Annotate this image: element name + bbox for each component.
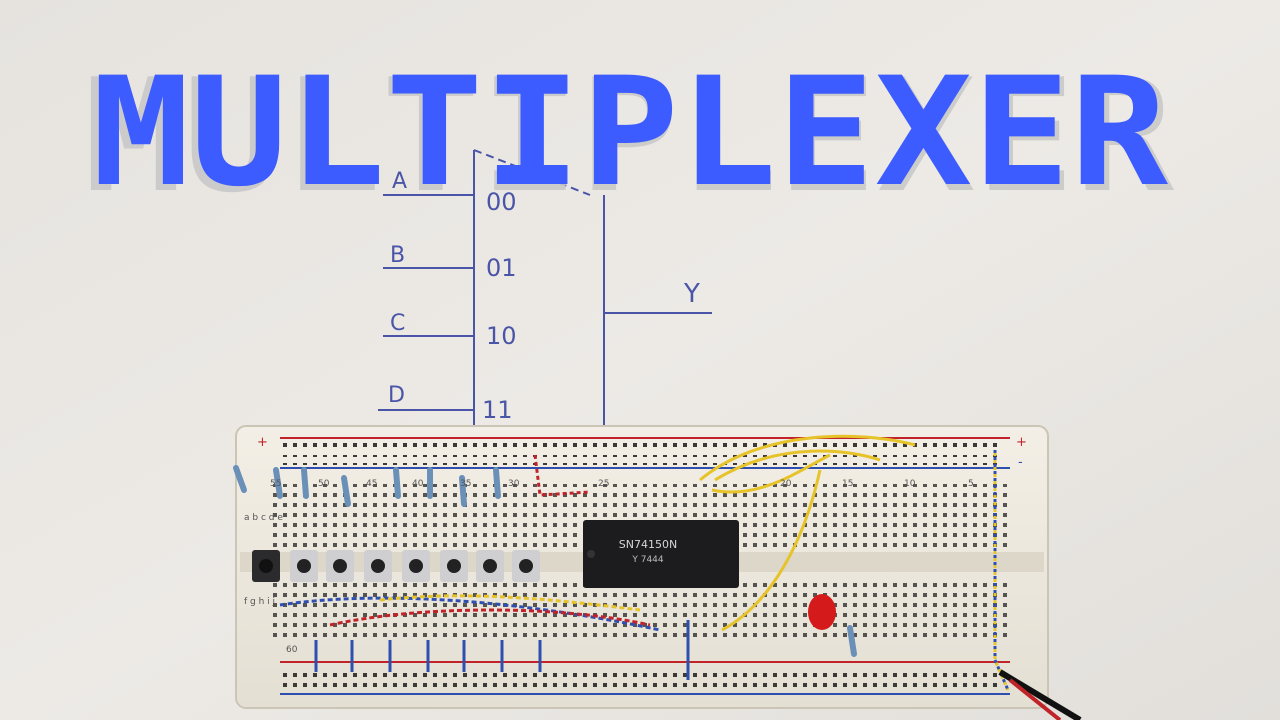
wire-red-top — [533, 454, 591, 497]
mux-top-edge — [473, 149, 591, 196]
svg-text:25: 25 — [598, 479, 609, 489]
svg-text:60: 60 — [286, 645, 298, 655]
chip-body — [583, 520, 739, 588]
wire-bundle-yellow — [379, 594, 641, 612]
resistor-3 — [301, 467, 309, 499]
plus-top-left: + — [257, 435, 268, 450]
select-label-10: 10 — [486, 322, 517, 350]
row-letters-top: a b c d e — [244, 513, 283, 523]
wire-yellow-2 — [714, 449, 881, 482]
wire-yellow-3 — [721, 469, 822, 632]
svg-text:20: 20 — [780, 479, 792, 489]
resistor-8 — [493, 467, 501, 499]
wire-bundle-blue — [279, 596, 661, 632]
wire-blue-yellow-right — [993, 450, 1010, 691]
svg-text:5: 5 — [968, 479, 974, 489]
svg-text:35: 35 — [460, 479, 471, 489]
svg-text:50: 50 — [318, 479, 330, 489]
jumpers — [314, 620, 690, 680]
select-label-01: 01 — [486, 254, 517, 282]
rail-holes-bottom-1 — [280, 668, 1000, 678]
input-label-c: C — [390, 311, 405, 336]
rail-holes-bottom-2 — [280, 680, 1000, 690]
resistor-9 — [847, 625, 857, 657]
chip-notch — [587, 550, 595, 558]
wire-bundle-red — [329, 608, 651, 627]
input-label-d: D — [388, 383, 405, 408]
resistor-4 — [341, 475, 351, 507]
select-label-00: 00 — [486, 188, 517, 216]
power-lead-black — [998, 669, 1082, 720]
power-lead-red — [1008, 678, 1062, 720]
chip-label: SN74150N — [619, 538, 677, 551]
push-buttons — [252, 550, 540, 582]
title-shadow: MULTIPLEXER — [84, 45, 1174, 227]
svg-text:45: 45 — [366, 479, 377, 489]
svg-text:55: 55 — [270, 479, 281, 489]
plus-top-right: + — [1016, 435, 1027, 450]
mux-diagram — [378, 149, 712, 432]
title-display: MULTIPLEXER MULTIPLEXER — [84, 45, 1174, 227]
svg-text:10: 10 — [904, 479, 916, 489]
output-label-y: Y — [683, 279, 700, 309]
wire-yellow-1 — [699, 434, 916, 482]
title-text: MULTIPLEXER — [92, 46, 1169, 220]
minus-top-right: - — [1018, 455, 1023, 470]
svg-text:40: 40 — [412, 479, 424, 489]
chip-sublabel: Y 7444 — [631, 555, 664, 565]
resistor-1 — [233, 465, 247, 493]
input-label-b: B — [390, 243, 405, 268]
rail-holes-top-2 — [280, 455, 1000, 465]
diagram-labels: A B C D 00 01 10 11 Y — [388, 169, 700, 424]
wire-yellow-4 — [711, 453, 831, 494]
led — [808, 594, 836, 630]
svg-text:15: 15 — [842, 479, 853, 489]
rail-holes-top-1 — [280, 442, 1000, 452]
resistor-7 — [459, 475, 467, 507]
resistor-2 — [273, 467, 283, 499]
row-letters-bottom: f g h i j — [244, 597, 275, 607]
input-label-a: A — [392, 169, 407, 194]
column-numbers: 55 50 45 40 35 30 25 20 15 10 5 60 — [270, 479, 974, 655]
resistor-5 — [393, 467, 401, 499]
resistors — [233, 465, 857, 657]
breadboard: + + - a b c d e f g h i j SN74150N Y 744… — [233, 425, 1082, 720]
wires — [279, 434, 1082, 720]
select-label-11: 11 — [482, 396, 513, 424]
svg-text:30: 30 — [508, 479, 520, 489]
